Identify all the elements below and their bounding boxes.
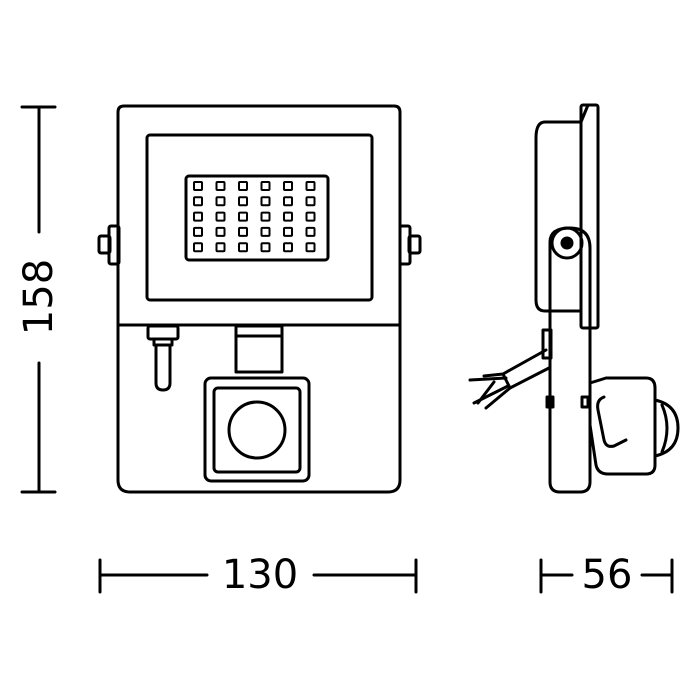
height-dimension — [20, 105, 57, 494]
led-chip — [215, 226, 226, 237]
width-label: 130 — [222, 552, 298, 598]
led-chip — [238, 226, 248, 237]
led-chip — [283, 181, 293, 191]
left-knob — [97, 234, 112, 255]
front-view — [97, 104, 422, 494]
led-chip — [193, 242, 203, 253]
led-chip — [215, 181, 226, 191]
sensor-lens — [227, 400, 287, 460]
housing-outline — [116, 104, 402, 494]
side-sensor-lens — [653, 398, 680, 458]
led-chip — [238, 196, 248, 207]
led-chip — [193, 181, 203, 191]
led-chip — [305, 211, 316, 222]
led-chip — [260, 211, 271, 222]
led-chip — [260, 196, 271, 207]
pivot-knob — [550, 226, 584, 260]
led-chip — [215, 196, 226, 207]
side-view — [468, 103, 680, 494]
led-chip — [283, 211, 293, 222]
led-chip — [260, 242, 271, 253]
led-chip — [238, 211, 248, 222]
side-sensor — [545, 376, 680, 476]
depth-label: 56 — [582, 552, 633, 598]
led-chip — [283, 196, 293, 207]
led-chip — [260, 181, 271, 191]
glass-panel — [145, 133, 374, 302]
led-chip — [260, 226, 271, 237]
cable-gland — [146, 324, 180, 392]
mounting-bracket — [548, 226, 592, 494]
pir-sensor — [203, 376, 311, 483]
led-chip — [193, 226, 203, 237]
side-cable — [468, 348, 551, 410]
led-chip — [193, 211, 203, 222]
led-chip — [305, 242, 316, 253]
led-chip — [238, 181, 248, 191]
led-chip — [283, 242, 293, 253]
height-label: 158 — [16, 259, 62, 335]
led-module — [184, 174, 330, 262]
sensor-mount — [234, 324, 284, 374]
right-knob — [407, 234, 422, 255]
led-chip — [283, 226, 293, 237]
width-dimension — [98, 558, 418, 594]
side-housing-front — [534, 120, 583, 313]
led-chip — [193, 196, 203, 207]
depth-dimension — [539, 558, 674, 594]
led-chip — [305, 196, 316, 207]
led-grid — [193, 181, 316, 253]
led-chip — [305, 226, 316, 237]
led-chip — [215, 242, 226, 253]
led-chip — [238, 242, 248, 253]
led-chip — [305, 181, 316, 191]
led-chip — [215, 211, 226, 222]
